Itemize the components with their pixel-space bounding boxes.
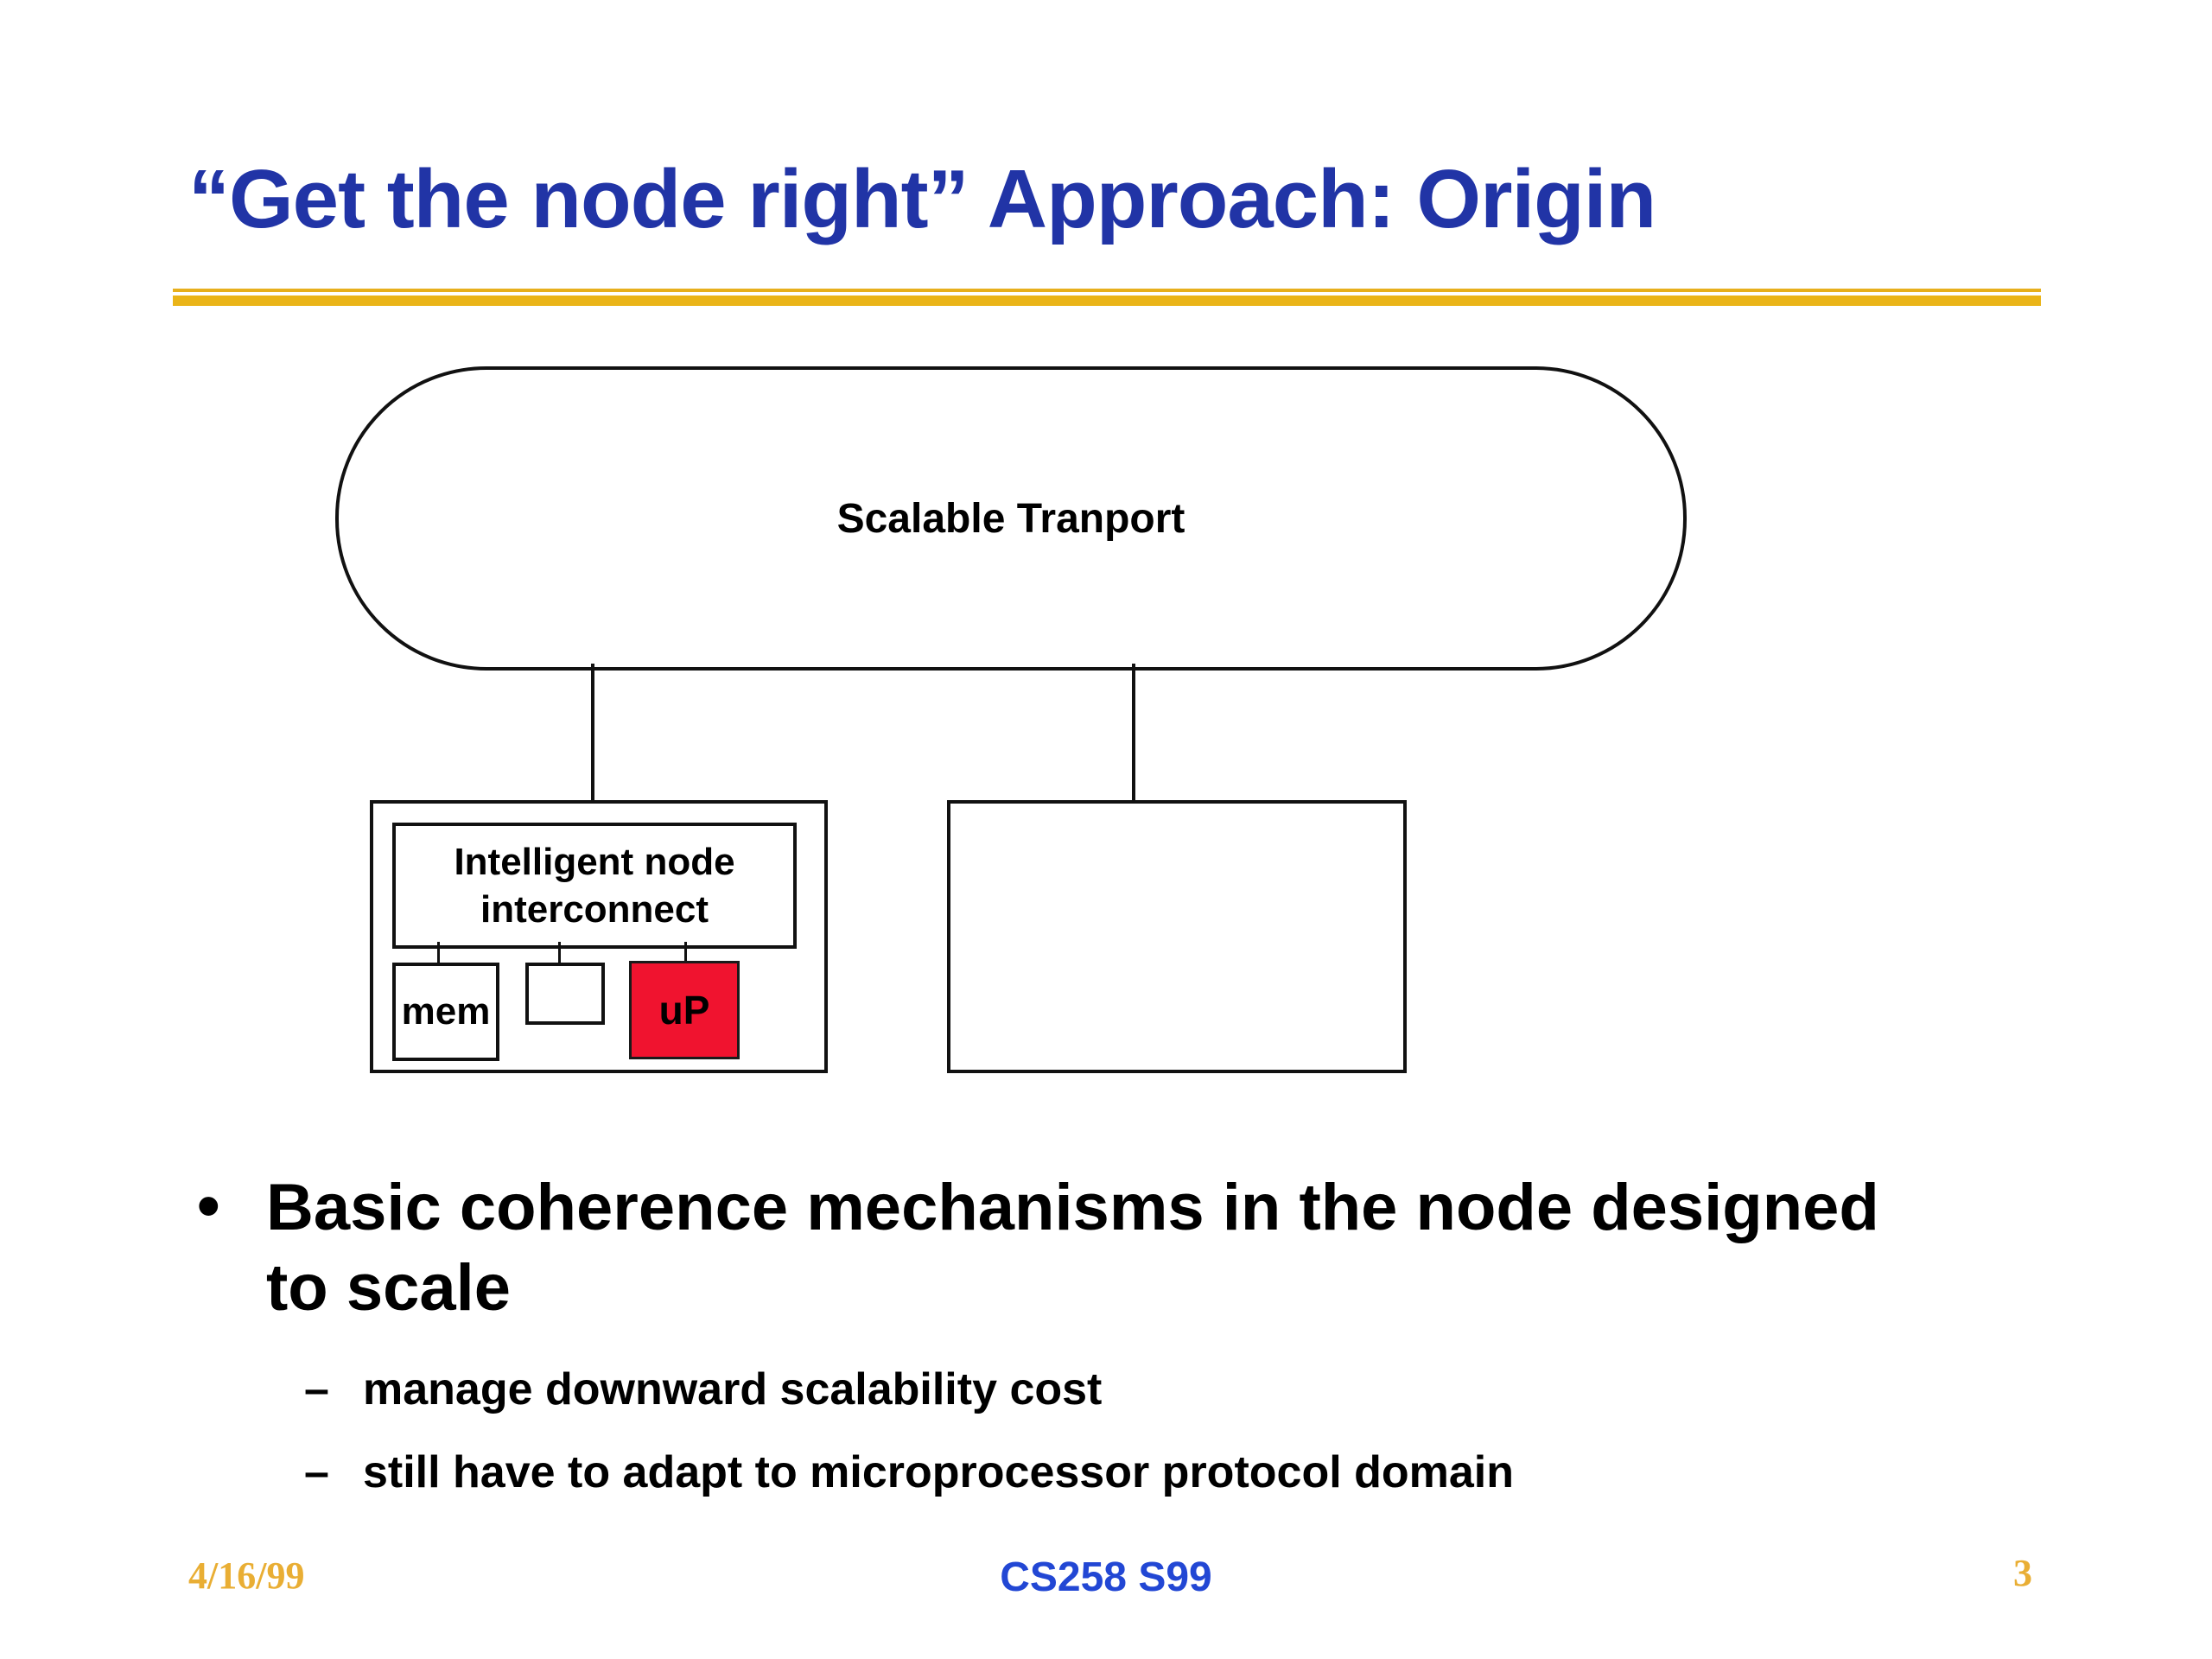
connector-transport-to-node <box>591 664 594 800</box>
sub-bullet-2-dash: – <box>304 1447 329 1497</box>
up-label: uP <box>658 988 710 1033</box>
footer-page-number: 3 <box>2013 1552 2032 1594</box>
sub-bullet-1: – manage downward scalability cost <box>304 1363 1102 1415</box>
footer-course-name: CS258 S99 <box>1000 1554 1212 1600</box>
bullet-main-text: Basic coherence mechanisms in the node d… <box>266 1171 1879 1325</box>
mem-label: mem <box>401 990 491 1033</box>
stub-interconnect-to-small-box <box>558 942 561 964</box>
slide-title: “Get the node right” Approach: Origin <box>188 153 1656 245</box>
footer-date: 4/16/99 <box>188 1554 305 1597</box>
intelligent-node-interconnect-box: Intelligent node interconnect <box>392 823 797 949</box>
bullet-marker: • <box>197 1169 220 1243</box>
scalable-transport-shape: Scalable Tranport <box>335 366 1687 671</box>
sub-bullet-1-text: manage downward scalability cost <box>363 1364 1103 1414</box>
scalable-transport-label: Scalable Tranport <box>836 495 1185 542</box>
mem-box: mem <box>392 963 499 1061</box>
up-box: uP <box>629 961 740 1059</box>
right-empty-node-box <box>947 800 1407 1073</box>
connector-transport-to-right-box <box>1132 664 1135 800</box>
sub-bullet-1-dash: – <box>304 1364 329 1414</box>
sub-bullet-2-text: still have to adapt to microprocessor pr… <box>363 1447 1514 1497</box>
stub-interconnect-to-up <box>684 942 687 964</box>
stub-interconnect-to-mem <box>437 942 440 964</box>
intelligent-node-interconnect-label: Intelligent node interconnect <box>454 841 735 931</box>
title-underline-thick <box>173 296 2041 306</box>
title-underline-thin <box>173 289 2041 292</box>
small-empty-box <box>525 963 605 1025</box>
sub-bullet-2: – still have to adapt to microprocessor … <box>304 1446 1514 1498</box>
